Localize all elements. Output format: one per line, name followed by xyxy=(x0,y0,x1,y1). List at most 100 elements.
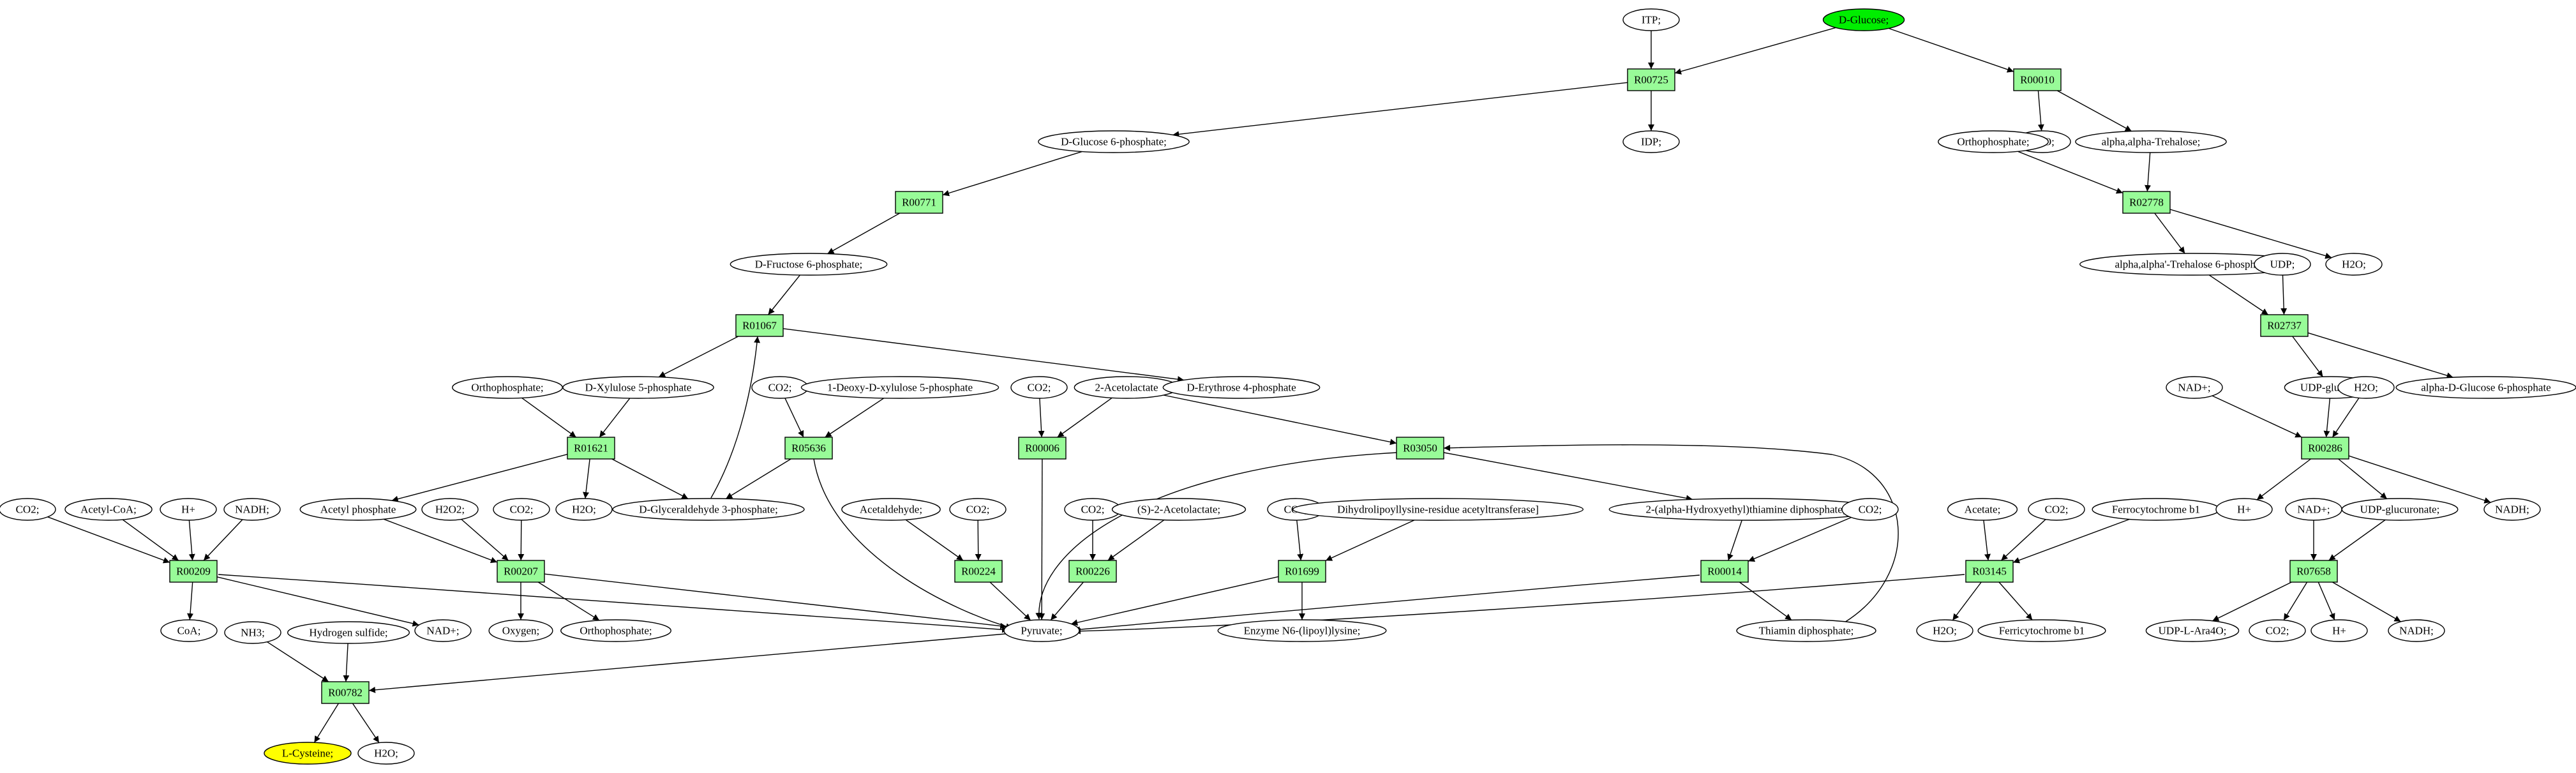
compound-node-ferrocyt[interactable]: Ferrocytochrome b1 xyxy=(2092,498,2220,521)
compound-node-udp_a[interactable]: UDP; xyxy=(2254,253,2311,276)
reaction-node-R00725[interactable]: R00725 xyxy=(1627,68,1675,91)
reaction-node-R00010[interactable]: R00010 xyxy=(2013,68,2062,91)
compound-node-x5p[interactable]: D-Xylulose 5-phosphate xyxy=(562,376,714,399)
reaction-node-R00226[interactable]: R00226 xyxy=(1068,560,1117,583)
node-label: UDP-glucuronate; xyxy=(2360,504,2440,516)
compound-node-h2o_e[interactable]: H2O; xyxy=(1916,619,1973,642)
compound-node-ortho_c[interactable]: Orthophosphate; xyxy=(560,619,671,642)
compound-node-acetylp[interactable]: Acetyl phosphate xyxy=(299,498,417,521)
compound-node-h2o_b[interactable]: H2O; xyxy=(2325,253,2383,276)
compound-node-udpgluc[interactable]: UDP-glucuronate; xyxy=(2341,498,2459,521)
compound-node-acetylcoa[interactable]: Acetyl-CoA; xyxy=(64,498,153,521)
compound-node-dxp[interactable]: 1-Deoxy-D-xylulose 5-phosphate xyxy=(800,376,1000,399)
compound-node-co2_e[interactable]: CO2; xyxy=(949,498,1007,521)
compound-node-h2o_f[interactable]: H2O; xyxy=(357,742,415,765)
reaction-node-R00207[interactable]: R00207 xyxy=(497,560,545,583)
compound-node-co2_i[interactable]: CO2; xyxy=(2028,498,2085,521)
node-label: CO2; xyxy=(1081,504,1105,516)
compound-node-co2_j[interactable]: CO2; xyxy=(2249,619,2306,642)
edge-R00771-to-f6p xyxy=(827,213,901,255)
compound-node-hplus_a[interactable]: H+ xyxy=(160,498,217,521)
node-label: H+ xyxy=(2332,625,2346,637)
compound-node-nadp_b[interactable]: NAD+; xyxy=(2285,498,2342,521)
compound-ellipse xyxy=(2145,619,2240,642)
compound-node-acetaldehyde[interactable]: Acetaldehyde; xyxy=(841,498,941,521)
compound-node-hetdp[interactable]: 2-(alpha-Hydroxyethyl)thiamine diphospha… xyxy=(1608,498,1883,521)
reaction-node-R00014[interactable]: R00014 xyxy=(1700,560,1749,583)
edge-co2_c-to-R00209 xyxy=(47,516,170,564)
reaction-node-R03145[interactable]: R03145 xyxy=(1965,560,2014,583)
reaction-node-R00209[interactable]: R00209 xyxy=(169,560,218,583)
compound-node-g6p[interactable]: D-Glucose 6-phosphate; xyxy=(1038,130,1190,153)
node-label: D-Xylulose 5-phosphate xyxy=(585,382,692,394)
compound-node-co2_h[interactable]: CO2; xyxy=(1841,498,1899,521)
node-label: 2-Acetolactate xyxy=(1095,382,1158,394)
compound-node-h2o_d[interactable]: H2O; xyxy=(555,498,613,521)
compound-node-g3p[interactable]: D-Glyceraldehyde 3-phosphate; xyxy=(612,498,805,521)
compound-node-acetolactate[interactable]: 2-Acetolactate xyxy=(1074,376,1179,399)
compound-node-ferricyt[interactable]: Ferricytochrome b1 xyxy=(1977,619,2106,642)
reaction-node-R00771[interactable]: R00771 xyxy=(895,191,943,214)
edge-R00286-to-hplus_b xyxy=(2256,458,2311,500)
compound-node-itp[interactable]: ITP; xyxy=(1622,8,1680,31)
node-label: Acetate; xyxy=(1965,504,2001,516)
compound-node-nadh_b[interactable]: NADH; xyxy=(2483,498,2541,521)
node-label: H2O; xyxy=(2354,382,2378,394)
compound-node-co2_c[interactable]: CO2; xyxy=(0,498,56,521)
reaction-node-R02737[interactable]: R02737 xyxy=(2260,314,2309,337)
compound-node-co2_b[interactable]: CO2; xyxy=(1010,376,1068,399)
edge-R00782-to-h2o_f xyxy=(352,703,380,743)
compound-node-enzyme[interactable]: Enzyme N6-(lipoyl)lysine; xyxy=(1217,619,1387,642)
compound-node-co2_d[interactable]: CO2; xyxy=(493,498,550,521)
edge-thdp-to-R03050 xyxy=(1443,444,1899,623)
reaction-node-R00782[interactable]: R00782 xyxy=(321,681,370,704)
edge-h2o2-to-R00207 xyxy=(461,518,509,561)
compound-node-ortho_b[interactable]: Orthophosphate; xyxy=(452,376,563,399)
reaction-node-R03050[interactable]: R03050 xyxy=(1396,437,1444,460)
reaction-box xyxy=(1396,437,1444,460)
compound-node-h2o_c[interactable]: H2O; xyxy=(2337,376,2395,399)
node-label: Acetyl-CoA; xyxy=(80,504,137,516)
reaction-node-R01067[interactable]: R01067 xyxy=(735,314,784,337)
compound-node-idp[interactable]: IDP; xyxy=(1622,130,1680,153)
compound-node-hplus_c[interactable]: H+ xyxy=(2310,619,2368,642)
compound-node-ag6p[interactable]: alpha-D-Glucose 6-phosphate xyxy=(2395,376,2576,399)
compound-node-nadp_c[interactable]: NAD+; xyxy=(414,619,472,642)
reaction-node-R00286[interactable]: R00286 xyxy=(2301,437,2349,460)
compound-node-nadh_a[interactable]: NADH; xyxy=(223,498,281,521)
compound-node-sacetolactate[interactable]: (S)-2-Acetolactate; xyxy=(1111,498,1247,521)
compound-ellipse xyxy=(493,498,550,521)
compound-ellipse xyxy=(841,498,941,521)
compound-node-ortho_a[interactable]: Orthophosphate; xyxy=(1938,130,2049,153)
compound-node-acetate[interactable]: Acetate; xyxy=(1947,498,2018,521)
compound-node-t6p[interactable]: alpha,alpha'-Trehalose 6-phosphate; xyxy=(2079,253,2307,276)
reaction-node-R02778[interactable]: R02778 xyxy=(2122,191,2171,214)
compound-node-lcys[interactable]: L-Cysteine; xyxy=(264,742,352,765)
compound-node-coa[interactable]: CoA; xyxy=(160,619,218,642)
reaction-node-R00006[interactable]: R00006 xyxy=(1018,437,1067,460)
edge-R00207-to-pyruvate xyxy=(544,573,1007,629)
compound-node-nh3[interactable]: NH3; xyxy=(224,621,281,644)
compound-node-hplus_b[interactable]: H+ xyxy=(2215,498,2273,521)
compound-node-dglucose[interactable]: D-Glucose; xyxy=(1822,8,1905,31)
compound-node-f6p[interactable]: D-Fructose 6-phosphate; xyxy=(730,253,888,276)
reaction-node-R07658[interactable]: R07658 xyxy=(2289,560,2338,583)
node-label: R00782 xyxy=(328,687,363,699)
compound-node-dihydrolipoyl[interactable]: Dihydrolipoyllysine-residue acetyltransf… xyxy=(1292,498,1584,521)
reaction-node-R01621[interactable]: R01621 xyxy=(567,437,615,460)
compound-node-nadh_c[interactable]: NADH; xyxy=(2388,619,2445,642)
compound-node-nadp_a[interactable]: NAD+; xyxy=(2166,376,2223,399)
reaction-node-R05636[interactable]: R05636 xyxy=(784,437,833,460)
compound-node-oxygen[interactable]: Oxygen; xyxy=(488,619,553,642)
compound-node-co2_a[interactable]: CO2; xyxy=(751,376,809,399)
compound-node-h2o2[interactable]: H2O2; xyxy=(421,498,479,521)
compound-node-e4p[interactable]: D-Erythrose 4-phosphate xyxy=(1162,376,1321,399)
reaction-node-R01699[interactable]: R01699 xyxy=(1278,560,1326,583)
reaction-node-R00224[interactable]: R00224 xyxy=(954,560,1003,583)
compound-node-h2s[interactable]: Hydrogen sulfide; xyxy=(287,621,410,644)
compound-node-pyruvate[interactable]: Pyruvate; xyxy=(1003,619,1080,642)
compound-node-udpara[interactable]: UDP-L-Ara4O; xyxy=(2145,619,2240,642)
compound-ellipse xyxy=(730,253,888,276)
compound-node-trehalose[interactable]: alpha,alpha-Trehalose; xyxy=(2075,130,2227,153)
compound-node-thdp[interactable]: Thiamin diphosphate; xyxy=(1736,619,1876,642)
